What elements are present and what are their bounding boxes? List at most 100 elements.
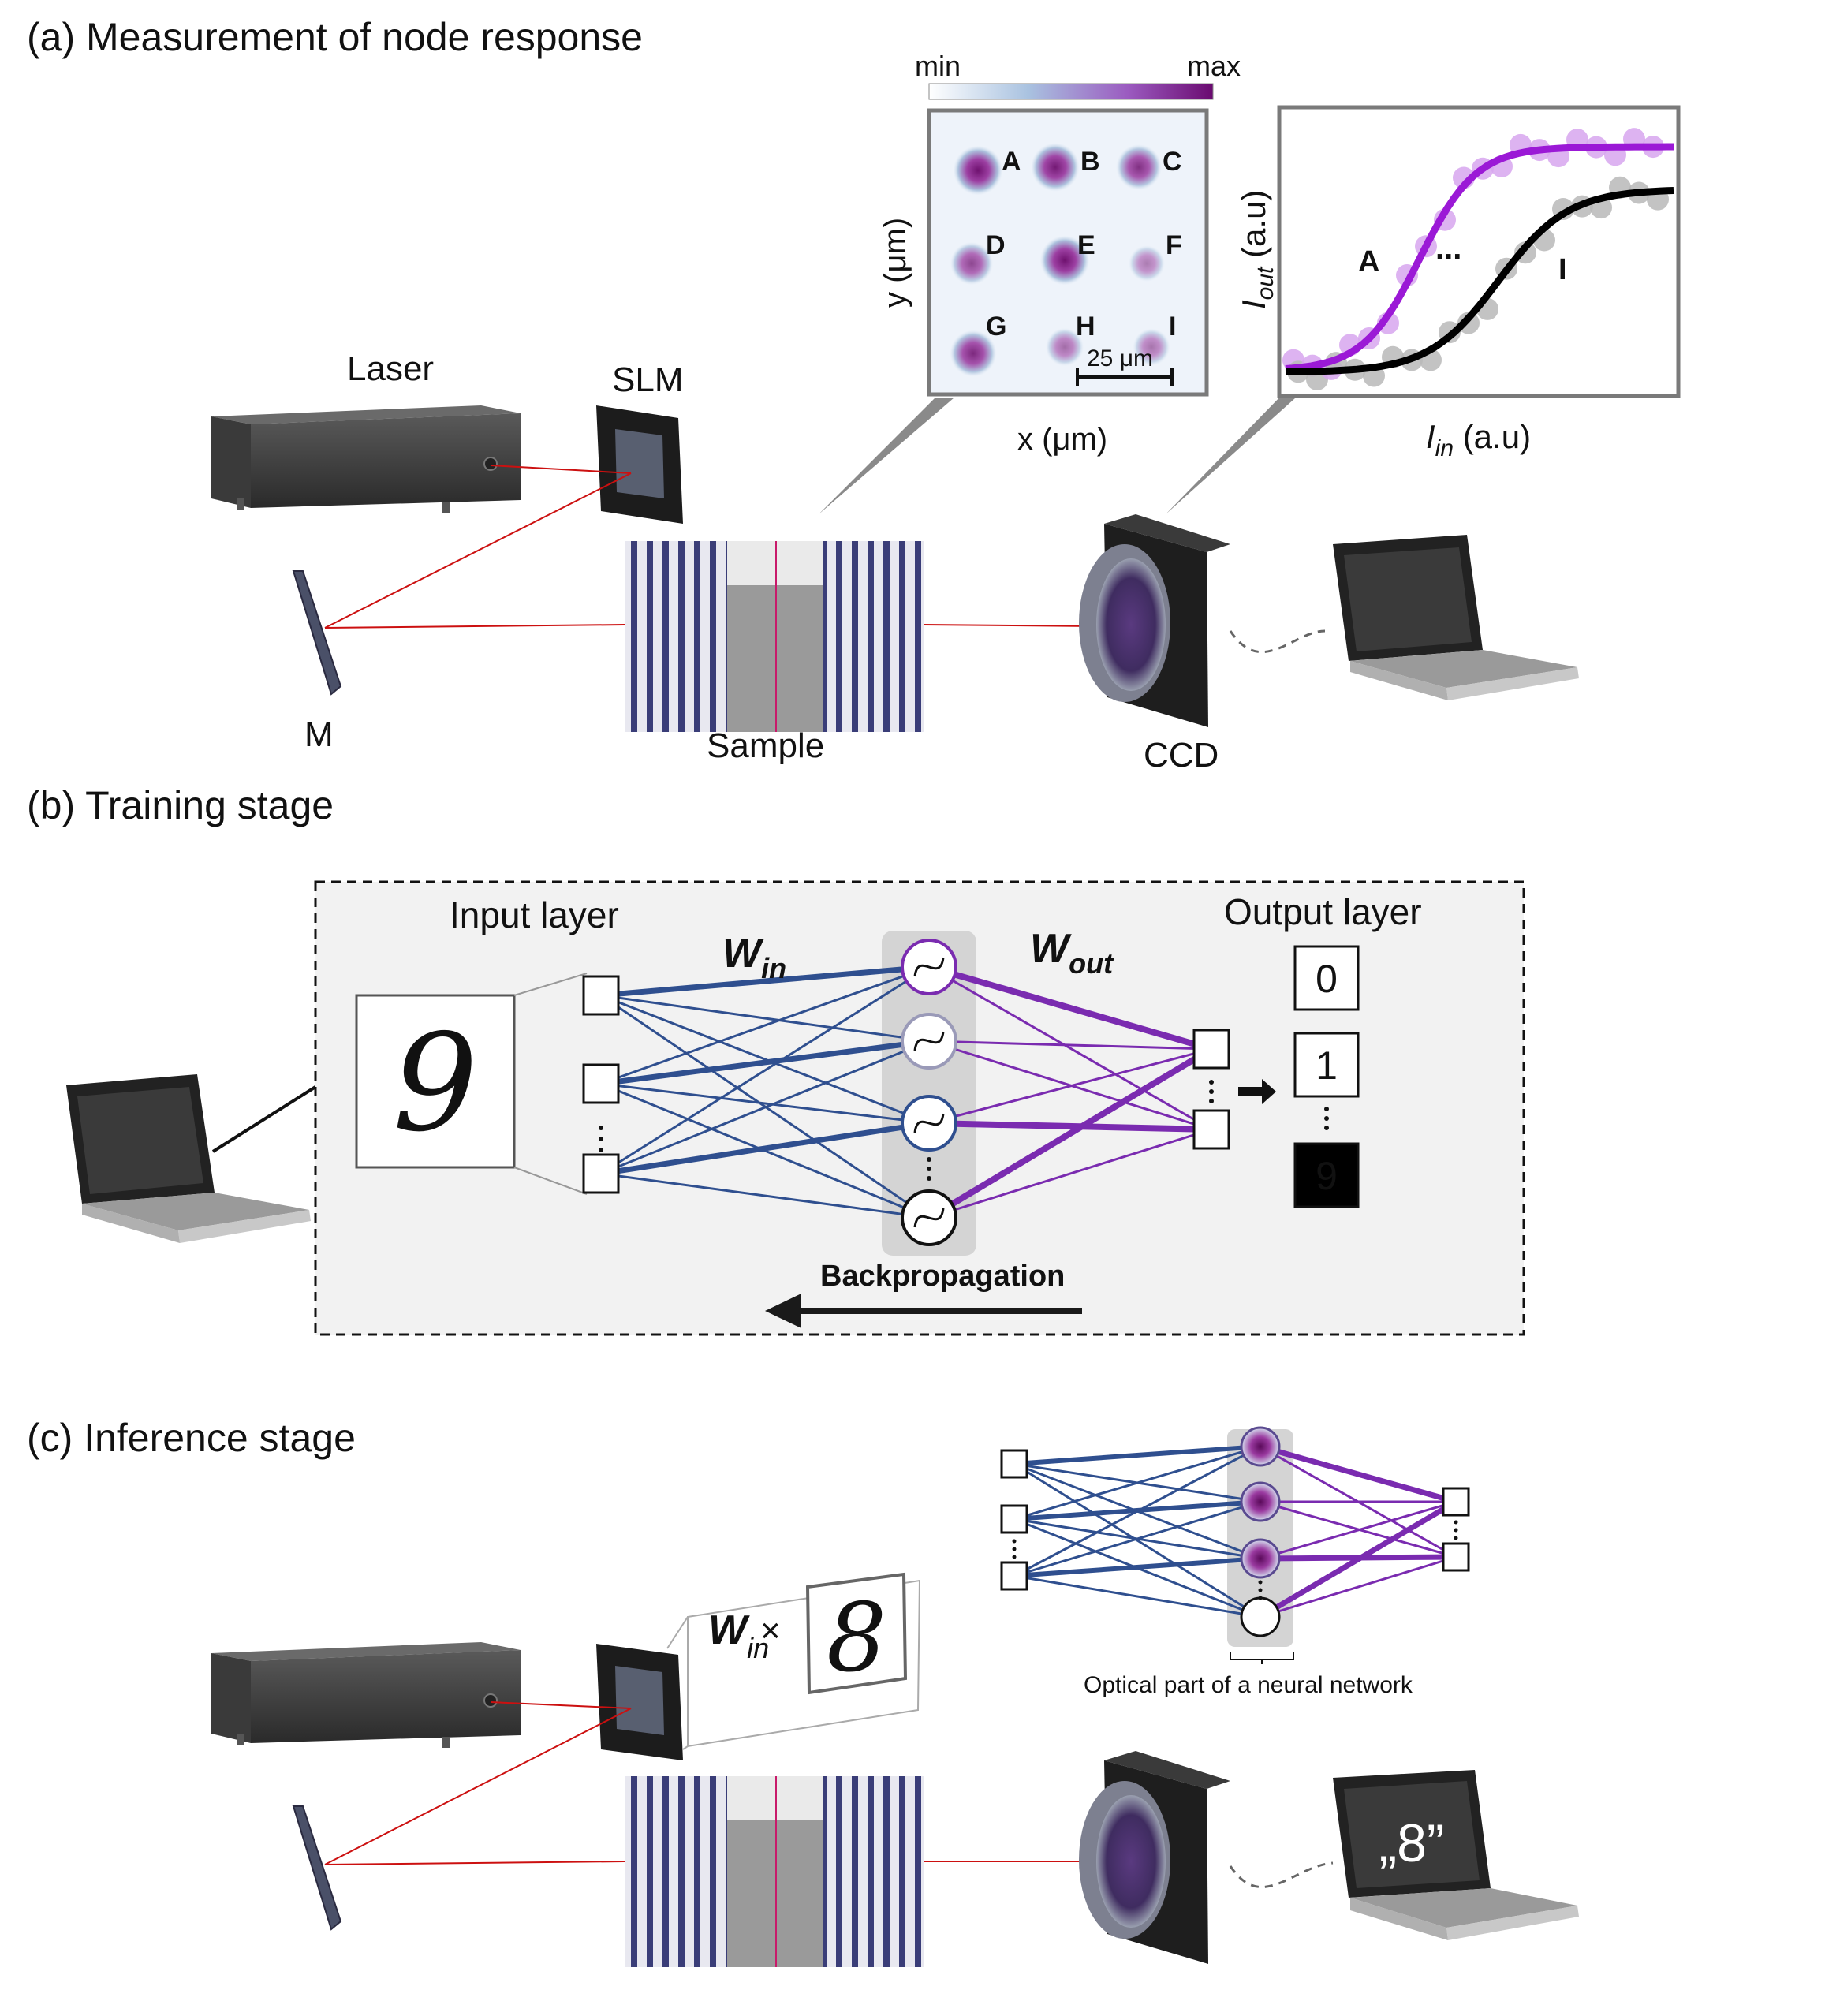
training-laptop xyxy=(66,1074,317,1243)
sigmoid-icon xyxy=(913,1208,945,1228)
inference-digit: 8 xyxy=(827,1584,886,1693)
w-in-edge xyxy=(600,1040,930,1175)
times-symbol: × xyxy=(760,1611,781,1650)
output-ellipsis-dot xyxy=(1454,1536,1458,1540)
panel-b-title: (b) Training stage xyxy=(27,783,334,827)
colorbar: min max xyxy=(915,50,1241,100)
digit-8-image xyxy=(805,1572,908,1695)
node-label-C: C xyxy=(1163,147,1182,177)
optical-layer-bg xyxy=(1227,1429,1293,1647)
output-box-0 xyxy=(1293,945,1360,1011)
curve-ellipsis: ... xyxy=(1435,231,1461,266)
output-ellipsis-dot xyxy=(1209,1099,1214,1103)
fit-curve-I xyxy=(1285,187,1674,375)
input-node xyxy=(582,1063,620,1104)
curve-label-A: A xyxy=(1358,245,1379,278)
inference-beam xyxy=(324,1701,1096,1865)
input-node xyxy=(1000,1504,1028,1534)
slm-mask-inset: 8 Win × xyxy=(666,1572,921,1750)
panel-c-title: (c) Inference stage xyxy=(27,1416,356,1460)
input-ellipsis-dot xyxy=(1012,1547,1017,1551)
output-box-0-label: 0 xyxy=(1316,957,1338,1001)
output-layer-label: Output layer xyxy=(1224,891,1422,932)
node-label-D: D xyxy=(986,230,1006,260)
w-in-label: Win xyxy=(722,931,786,984)
node-spot-G xyxy=(950,330,997,377)
hidden-ellipsis-dot xyxy=(927,1167,931,1171)
training-network xyxy=(582,939,1230,1246)
slm-label: SLM xyxy=(612,360,683,399)
inference-network xyxy=(1000,1426,1470,1637)
w-out-edge xyxy=(928,1047,1212,1125)
input-node xyxy=(1000,1449,1028,1479)
node-intensity-map: A B C D E F G H I 25 μm y (μm) x (μm) xyxy=(878,108,1209,457)
node-spot-C xyxy=(1116,144,1162,190)
sigmoid-icon xyxy=(913,957,945,977)
inference-ccd xyxy=(1079,1751,1230,1964)
input-node xyxy=(1000,1561,1028,1591)
node-label-A: A xyxy=(1002,147,1021,177)
node-label-B: B xyxy=(1080,147,1100,177)
ccd-label: CCD xyxy=(1144,736,1219,775)
inference-laptop: „8” xyxy=(1333,1770,1579,1940)
output-ellipsis-dot xyxy=(1454,1528,1458,1533)
w-in-edge xyxy=(1013,1556,1261,1578)
inference-sample xyxy=(625,1776,924,1967)
hidden-ellipsis-dot xyxy=(927,1176,931,1181)
input-ellipsis-dot xyxy=(1012,1555,1017,1559)
w-in-edge xyxy=(1013,1445,1261,1521)
output-box-9 xyxy=(1293,1142,1360,1208)
w-in-edge xyxy=(600,1082,930,1125)
w-out-edge xyxy=(928,1120,1212,1133)
node-label-G: G xyxy=(986,312,1006,342)
w-in-edge xyxy=(1013,1462,1261,1618)
hidden-ellipsis-dot xyxy=(1258,1580,1263,1585)
input-ellipsis-dot xyxy=(599,1126,603,1130)
optical-node xyxy=(1240,1596,1281,1637)
w-out-edge xyxy=(1260,1500,1457,1560)
ccd-camera: CCD xyxy=(1079,514,1230,775)
output-node xyxy=(1442,1542,1470,1572)
response-plot: A ... I Iout (a.u) Iin (a.u) xyxy=(1235,105,1681,461)
input-node xyxy=(582,1153,620,1194)
node-spot-A xyxy=(953,145,1003,196)
plot-y-axis-label: Iout (a.u) xyxy=(1235,190,1278,309)
laser: Laser xyxy=(211,349,521,513)
node-spot-D xyxy=(950,241,994,286)
curve-label-I: I xyxy=(1558,253,1567,286)
w-in-edge xyxy=(600,1172,930,1219)
inference-mirror xyxy=(292,1805,342,1931)
fit-curve-A xyxy=(1285,143,1674,372)
output-box-1-label: 1 xyxy=(1316,1043,1338,1088)
node-spot-B xyxy=(1031,143,1080,192)
w-out-edge xyxy=(1259,1499,1457,1620)
hidden-ellipsis-dot xyxy=(1258,1588,1263,1592)
colorbar-gradient xyxy=(928,83,1214,100)
input-ellipsis-dot xyxy=(599,1137,603,1141)
w-out-edge xyxy=(1260,1555,1457,1618)
w-out-edge xyxy=(928,1040,1212,1051)
plot-zoom-wedge xyxy=(1166,391,1303,514)
w-in-edge xyxy=(600,994,930,1125)
hidden-ellipsis-dot xyxy=(927,1157,931,1162)
hidden-ellipsis-dot xyxy=(1258,1596,1263,1600)
inference-cable xyxy=(1229,1861,1334,1888)
output-node xyxy=(1442,1487,1470,1517)
node-spot-I xyxy=(1133,328,1170,366)
cable-dashed xyxy=(1229,629,1326,654)
mirror-label: M xyxy=(304,715,334,754)
input-ellipsis-dot xyxy=(599,1148,603,1152)
w-in-edge xyxy=(600,1120,930,1177)
output-node xyxy=(1192,1109,1230,1150)
optical-part-label: Optical part of a neural network xyxy=(1084,1672,1413,1698)
sample: Sample xyxy=(625,541,924,765)
w-out-edge xyxy=(1260,1443,1457,1505)
input-digit: 9 xyxy=(393,1006,478,1162)
w-in-edge xyxy=(600,965,930,1085)
output-box-1 xyxy=(1293,1032,1360,1098)
backprop-label: Backpropagation xyxy=(820,1260,1065,1293)
optical-node xyxy=(1240,1481,1281,1522)
optical-node xyxy=(1240,1426,1281,1467)
input-layer-label: Input layer xyxy=(450,894,619,935)
